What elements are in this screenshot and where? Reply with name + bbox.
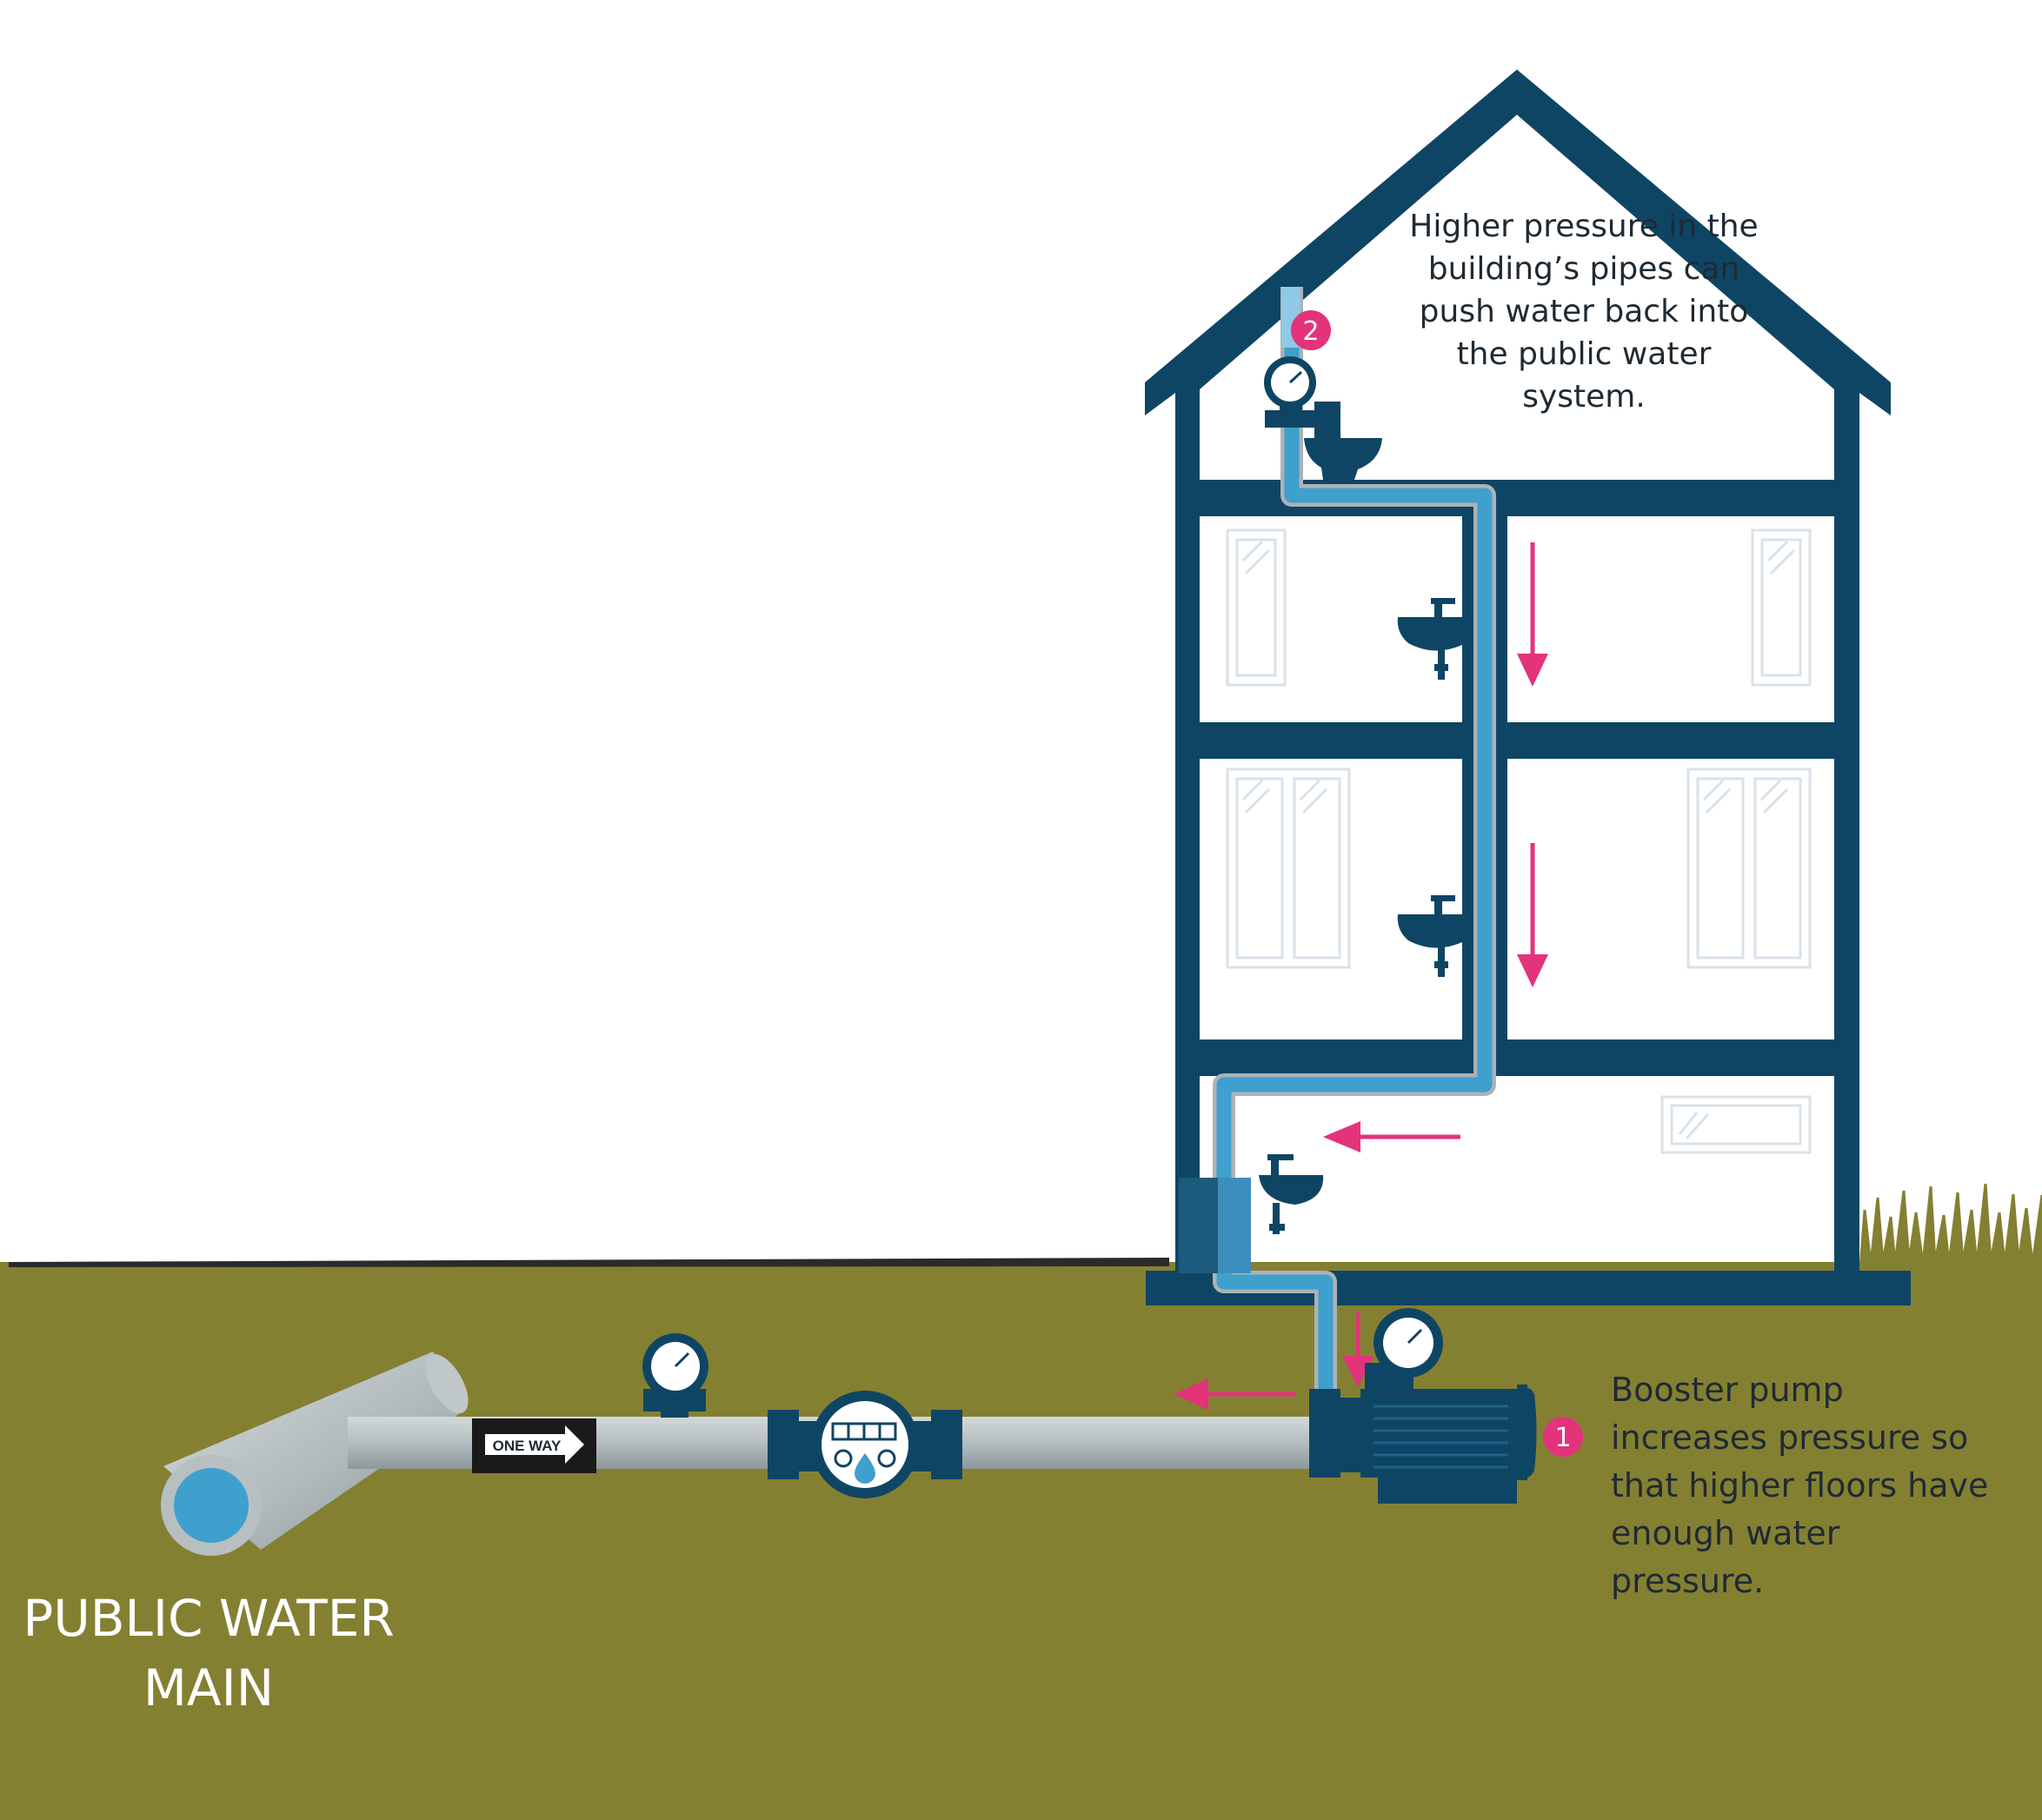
windows — [1226, 528, 1812, 1154]
sink-icon — [1397, 895, 1462, 977]
public-water-main — [161, 1352, 469, 1556]
one-way-sign-icon: ONE WAY — [472, 1418, 596, 1473]
water-heater — [1179, 1178, 1251, 1273]
ground — [0, 1258, 2042, 1820]
flow-arrow-icon — [1174, 542, 1548, 1410]
backflow-note: Higher pressure in the building’s pipes … — [1409, 209, 1759, 415]
floor-1 — [1200, 1040, 1834, 1076]
public-water-main-label: PUBLIC WATER MAIN — [23, 1589, 395, 1717]
toilet-icon — [1304, 402, 1382, 480]
pressure-gauge-icon — [1383, 1318, 1433, 1368]
booster-pump-note: Booster pump increases pressure so that … — [1611, 1371, 1989, 1600]
sink-icon — [1397, 598, 1462, 680]
one-way-label: ONE WAY — [493, 1438, 562, 1454]
grass — [1859, 1183, 2042, 1272]
badge-1: 1 — [1543, 1417, 1583, 1457]
surface-line — [9, 1258, 1169, 1267]
sink-icon — [1259, 1154, 1324, 1234]
pressure-gauge-icon — [642, 1333, 708, 1418]
booster-pump-icon — [1309, 1308, 1537, 1504]
badge-1-label: 1 — [1554, 1423, 1571, 1453]
house — [1145, 70, 1911, 1305]
pressure-gauge-icon — [1264, 356, 1319, 428]
floor-2 — [1200, 722, 1834, 759]
badge-2-label: 2 — [1302, 316, 1319, 347]
water-meter-icon — [768, 1391, 962, 1498]
badge-2: 2 — [1291, 310, 1331, 350]
